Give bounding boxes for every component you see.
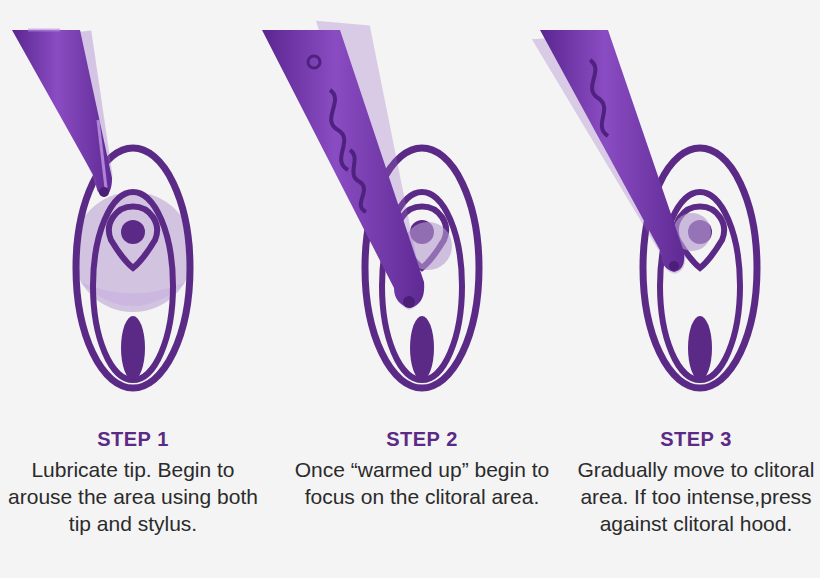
step-heading: STEP 2 <box>290 428 554 451</box>
step2-figure <box>262 21 479 388</box>
step-heading: STEP 1 <box>0 428 266 451</box>
step-instruction: Gradually move to clitoral area. If too … <box>572 456 820 537</box>
step-instruction: Once “warmed up” begin to focus on the c… <box>290 456 554 510</box>
step3-figure <box>532 30 757 388</box>
step1-figure <box>12 30 193 388</box>
step-heading: STEP 3 <box>572 428 820 451</box>
step-instruction: Lubricate tip. Begin to arouse the area … <box>0 456 266 537</box>
